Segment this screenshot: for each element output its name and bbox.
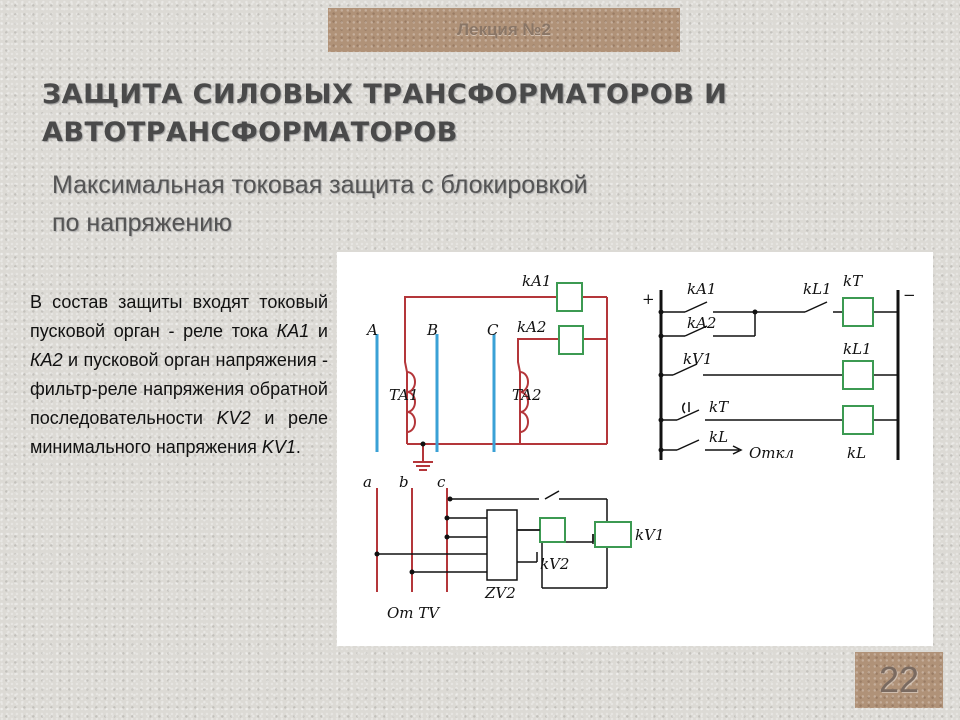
bus-b-label: b <box>399 473 409 491</box>
ka2-label: kA2 <box>517 318 546 336</box>
relay-kl-coil <box>842 405 874 435</box>
kv1-label: kV1 <box>635 526 664 544</box>
ta2-label: TA2 <box>512 386 542 404</box>
title-line-2: АВТОТРАНСФОРМАТОРОВ <box>42 117 458 148</box>
dc-junction-6 <box>658 447 664 453</box>
dc-junction-4 <box>658 372 664 378</box>
page-number-badge: 22 <box>855 652 943 708</box>
ta1-label: TA1 <box>389 386 419 404</box>
voltage-bus-lines <box>376 488 448 592</box>
junction-b <box>409 569 415 575</box>
bus-a-label: a <box>363 473 372 491</box>
dc-junction-3 <box>752 309 758 315</box>
relay-kv2-ref: KV2 <box>216 408 251 428</box>
lecture-banner: Лекция №2 <box>328 8 680 52</box>
page-subtitle: Максимальная токовая защита с блокировко… <box>52 166 752 242</box>
phase-c-label: C <box>487 321 499 339</box>
dc-kl1-contact-label: kL1 <box>803 280 832 298</box>
bus-c-label: c <box>437 473 446 491</box>
relay-ka1-ref: КА1 <box>276 321 310 341</box>
junction-c-2 <box>444 515 450 521</box>
body-part-1: В состав защиты входят токовый пусковой … <box>30 292 328 341</box>
filter-zv2-box <box>486 509 518 581</box>
primary-phase-lines <box>375 334 496 452</box>
relay-kv1-coil <box>594 521 632 548</box>
title-line-1: ЗАЩИТА СИЛОВЫХ ТРАНСФОРМАТОРОВ И <box>42 79 728 110</box>
body-part-3: и реле минимального напряжения <box>30 408 328 457</box>
plus-terminal-label: + <box>642 290 655 308</box>
dc-junction-5 <box>658 417 664 423</box>
dc-kt-coil-label: kT <box>843 272 863 290</box>
subtitle-line-1: Максимальная токовая защита с блокировко… <box>52 171 588 199</box>
circuit-schematic: A B C TA1 TA2 kA1 kA2 <box>363 272 916 622</box>
ground-junction <box>420 441 426 447</box>
body-part-2: и пусковой орган напряжения - фильтр-рел… <box>30 350 328 428</box>
junction-c-1 <box>447 496 453 502</box>
dc-control-wiring <box>661 301 898 455</box>
body-paragraph: В состав защиты входят токовый пусковой … <box>30 288 328 462</box>
ka1-label: kA1 <box>522 272 551 290</box>
relay-ka2-ref: КА2 <box>30 350 63 370</box>
subtitle-line-2: по напряжению <box>52 209 232 237</box>
dc-kt-contact-label: kT <box>709 398 729 416</box>
relay-ka1-coil <box>556 282 583 312</box>
body-and: и <box>309 321 328 341</box>
body-end: . <box>295 437 301 457</box>
from-tv-label: От TV <box>387 604 441 622</box>
lecture-label: Лекция №2 <box>457 20 551 39</box>
page-title: ЗАЩИТА СИЛОВЫХ ТРАНСФОРМАТОРОВ И АВТОТРА… <box>42 76 802 152</box>
dc-kl1-coil-label: kL1 <box>843 340 872 358</box>
circuit-diagram: A B C TA1 TA2 kA1 kA2 <box>337 252 933 646</box>
kv2-label: kV2 <box>540 555 569 573</box>
dc-kl-contact-label: kL <box>709 428 728 446</box>
zv2-label: ZV2 <box>484 584 516 602</box>
dc-junction-1 <box>658 309 664 315</box>
timer-kt-coil <box>842 297 874 327</box>
relay-kv1-ref: KV1 <box>261 437 296 457</box>
junction-a <box>374 551 380 557</box>
relay-kv2-coil <box>539 517 566 543</box>
relay-kl1-coil <box>842 360 874 390</box>
dc-kv1-contact-label: kV1 <box>683 350 712 368</box>
dc-kl-coil-label: kL <box>847 444 866 462</box>
phase-a-label: A <box>365 321 378 339</box>
junction-c-3 <box>444 534 450 540</box>
page-number: 22 <box>878 659 920 700</box>
current-circuit-wiring <box>404 296 608 471</box>
phase-b-label: B <box>426 321 438 339</box>
dc-ka1-contact-label: kA1 <box>687 280 716 298</box>
dc-junction-2 <box>658 333 664 339</box>
minus-terminal-label: − <box>903 286 916 304</box>
relay-ka2-coil <box>558 325 584 355</box>
dc-trip-label: Откл <box>749 444 794 462</box>
dc-ka2-contact-label: kA2 <box>687 314 716 332</box>
